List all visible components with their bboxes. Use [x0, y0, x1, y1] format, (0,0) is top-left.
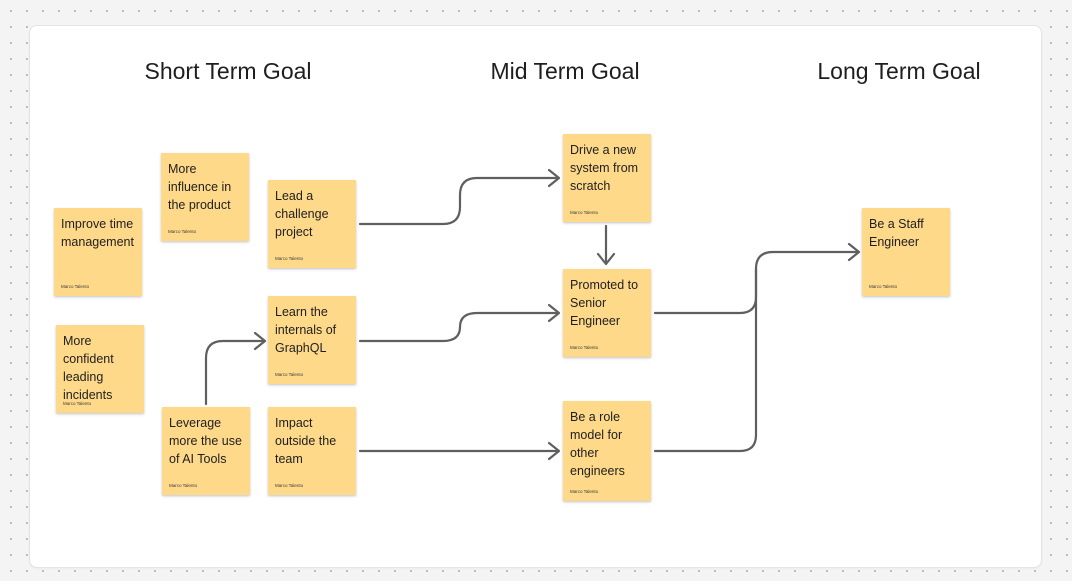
sticky-note-text: Lead a challenge project [275, 189, 329, 239]
sticky-note-author: Marco Talento [570, 210, 599, 215]
mid-term-goal-title: Mid Term Goal [490, 58, 640, 84]
sticky-note-text: Be a Staff Engineer [869, 217, 924, 249]
sticky-note-text: More confident leading incidents [63, 334, 114, 402]
sticky-note-author: Marco Talento [570, 345, 599, 350]
sticky-note-author: Marco Talento [169, 483, 198, 488]
sticky-note-author: Marco Talento [570, 489, 599, 494]
short-term-goal-title: Short Term Goal [144, 58, 312, 84]
sticky-note-learn-graphql[interactable]: Learn the internals of GraphQL Marco Tal… [268, 296, 356, 384]
sticky-note-author: Marco Talento [168, 229, 197, 234]
sticky-note-role-model[interactable]: Be a role model for other engineers Marc… [563, 401, 651, 501]
sticky-note-improve-time-management[interactable]: Improve time management Marco Talento [54, 208, 142, 296]
sticky-note-impact-outside-team[interactable]: Impact outside the team Marco Talento [268, 407, 356, 495]
long-term-goal-title: Long Term Goal [817, 58, 981, 84]
sticky-note-author: Marco Talento [275, 256, 304, 261]
sticky-note-more-influence[interactable]: More influence in the product Marco Tale… [161, 153, 249, 241]
sticky-note-author: Marco Talento [63, 401, 92, 406]
sticky-note-text: Learn the internals of GraphQL [275, 305, 337, 355]
sticky-note-more-confident[interactable]: More confident leading incidents Marco T… [56, 325, 144, 413]
sticky-note-text: Drive a new system from scratch [570, 143, 639, 193]
sticky-note-author: Marco Talento [275, 372, 304, 377]
sticky-note-author: Marco Talento [869, 284, 898, 289]
sticky-note-lead-challenge-project[interactable]: Lead a challenge project Marco Talento [268, 180, 356, 268]
sticky-note-author: Marco Talento [275, 483, 304, 488]
sticky-note-text: Improve time management [61, 217, 134, 249]
sticky-note-leverage-ai-tools[interactable]: Leverage more the use of AI Tools Marco … [162, 407, 250, 495]
sticky-note-text: Impact outside the team [275, 416, 337, 466]
sticky-note-text: Leverage more the use of AI Tools [169, 416, 242, 466]
sticky-note-author: Marco Talento [61, 284, 90, 289]
sticky-note-text: More influence in the product [168, 162, 232, 212]
sticky-note-drive-new-system[interactable]: Drive a new system from scratch Marco Ta… [563, 134, 651, 222]
sticky-note-text: Promoted to Senior Engineer [570, 278, 639, 328]
sticky-note-promoted-senior[interactable]: Promoted to Senior Engineer Marco Talent… [563, 269, 651, 357]
sticky-note-text: Be a role model for other engineers [570, 410, 625, 478]
sticky-note-staff-engineer[interactable]: Be a Staff Engineer Marco Talento [862, 208, 950, 296]
